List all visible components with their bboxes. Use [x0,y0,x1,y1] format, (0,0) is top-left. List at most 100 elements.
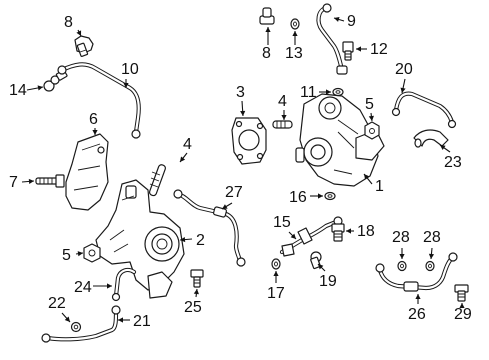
part-2-exhaust-manifold [95,179,185,299]
arrowhead-8l [76,30,82,36]
callout-8-top: 8 [262,45,271,62]
part-25-bolt [190,269,204,288]
arrowhead-5l [77,251,83,257]
arrowhead-10 [123,83,129,88]
arrowhead-2 [180,236,186,243]
part-23-hose [413,129,449,148]
arrowhead-22 [64,316,70,322]
part-8-bolt-left [74,35,94,57]
part-5-nut-left [83,243,101,263]
callout-13: 13 [285,45,303,62]
callout-5-right: 5 [365,96,374,113]
arrowhead-28l [399,254,405,259]
arrowhead-20 [400,87,406,93]
arrowhead-17 [273,271,279,276]
callout-4-left: 4 [183,136,192,153]
arrowhead-18 [346,228,351,234]
part-8-bolt-top [259,7,275,25]
arrowhead-24 [107,283,112,289]
part-28-washer-left [397,260,407,272]
part-1-turbocharger [295,93,385,187]
callout-14: 14 [9,82,27,99]
callout-10: 10 [121,61,139,78]
callout-24: 24 [74,279,92,296]
part-16-washer [324,191,336,201]
callout-4-right: 4 [278,93,287,110]
arrowhead-5r [368,115,374,121]
part-3-gasket [231,117,267,165]
part-10-oil-feed-line [57,62,141,139]
arrowhead-4r [281,115,287,120]
callout-20: 20 [395,61,413,78]
callout-22: 22 [48,295,66,312]
part-6-heat-shield [65,133,109,211]
callout-11: 11 [300,84,317,101]
part-20-coolant-pipe [391,91,457,129]
callout-1: 1 [375,178,384,195]
arrowhead-13 [292,31,298,36]
part-12-bolt [342,41,354,61]
part-19-bolt [310,251,322,270]
arrowhead-29 [459,303,465,308]
part-24-coolant-tube [111,267,137,302]
part-7-bolt [35,174,65,188]
arrowhead-6 [92,130,98,135]
callout-labels: 1 2 3 4 4 5 5 6 7 8 8 9 10 11 12 13 14 1… [9,13,472,330]
part-29-bolt [454,284,469,302]
part-5-nut-right [364,121,380,140]
part-18-bolt [331,223,345,242]
callout-3: 3 [236,84,245,101]
callout-15: 15 [273,214,291,231]
callout-25: 25 [184,299,202,316]
part-21-coolant-pipe [41,305,121,343]
callout-27: 27 [225,184,243,201]
callout-7: 7 [9,174,18,191]
part-9-oil-feed-pipe [316,3,348,75]
arrowhead-7 [28,178,34,185]
arrowhead-3 [240,110,246,116]
callout-18: 18 [357,223,375,240]
callout-2: 2 [196,232,205,249]
part-22-washer [70,321,82,333]
callout-28-right: 28 [423,229,441,246]
callout-19: 19 [319,273,337,290]
callout-9: 9 [347,13,356,30]
callout-17: 17 [267,285,285,302]
part-17-washer [271,258,281,270]
arrowhead-12 [356,46,361,52]
arrowhead-14 [37,85,43,91]
arrowhead-25 [193,289,199,295]
callout-28-left: 28 [392,229,410,246]
part-4-stud-right [272,120,293,129]
callout-29: 29 [454,306,472,323]
part-27-oil-return-line [173,189,246,267]
part-15-coolant-pipe [279,216,343,257]
callout-6: 6 [89,111,98,128]
callout-16: 16 [289,189,307,206]
callout-8-left: 8 [64,14,73,31]
arrowhead-27 [222,204,228,209]
arrowhead-1 [364,174,370,180]
leader-lines [21,16,465,323]
callout-23: 23 [444,154,462,171]
arrowhead-21 [118,317,123,323]
arrowhead-28r [428,253,435,259]
callout-12: 12 [370,41,388,58]
callout-26: 26 [408,306,426,323]
part-26-coolant-pipe [375,252,458,292]
arrowhead-16 [318,193,323,199]
arrowhead-23 [440,145,446,150]
part-4-stud-left [148,164,166,197]
arrowhead-9 [334,16,340,22]
arrowhead-26 [415,294,421,299]
part-28-washer-right [425,260,435,272]
arrowhead-15 [290,233,296,239]
arrowhead-19 [318,264,324,270]
arrowhead-4l [180,156,186,162]
part-13-washer [290,18,300,30]
callout-5-left: 5 [62,247,71,264]
callout-21: 21 [133,313,151,330]
part-11-washer [332,87,344,97]
arrowhead-11 [326,89,331,95]
